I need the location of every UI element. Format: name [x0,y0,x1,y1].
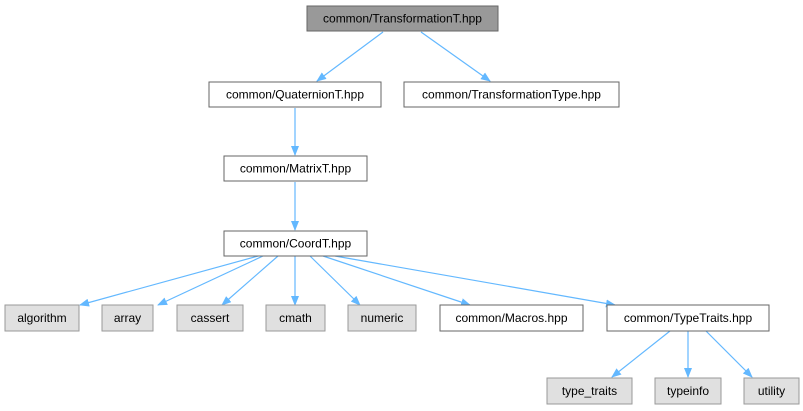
node-box [606,304,770,332]
node-label: cmath [279,311,312,325]
edge-coord_t-to-algorithm [79,255,259,307]
edge-type_traits_hpp-to-type_traits [611,330,671,378]
nodes-layer: common/TransformationT.hpp common/Quatern… [4,5,800,405]
node-box [439,304,584,332]
node-box [654,377,722,405]
edge-transformation_t-to-quaternion_t [316,31,384,82]
node-quaternion_t[interactable]: common/QuaternionT.hpp [208,81,382,108]
node-box [208,81,382,108]
node-label: typeinfo [667,384,709,398]
edges-layer [79,31,753,378]
node-box [176,304,244,332]
node-label: numeric [361,311,404,325]
node-box [306,5,499,32]
node-matrix_t[interactable]: common/MatrixT.hpp [223,155,368,182]
node-box [223,155,368,182]
node-label: common/CoordT.hpp [240,237,352,251]
node-macros[interactable]: common/Macros.hpp [439,304,584,332]
node-box [403,81,620,108]
node-utility: utility [743,377,800,405]
node-cassert: cassert [176,304,244,332]
node-array: array [101,304,154,332]
node-box [265,304,326,332]
edge-type_traits_hpp-to-utility [705,330,753,378]
node-numeric: numeric [347,304,417,332]
node-label: common/QuaternionT.hpp [226,88,364,102]
node-algorithm: algorithm [4,304,80,332]
node-transformation_t[interactable]: common/TransformationT.hpp [306,5,499,32]
node-label: algorithm [17,311,66,325]
node-type_traits: type_traits [546,377,633,405]
edge-transformation_t-to-transformation_type [420,31,491,82]
node-box [223,230,368,257]
node-transformation_type[interactable]: common/TransformationType.hpp [403,81,620,108]
node-label: common/TransformationT.hpp [323,12,482,26]
node-box [4,304,80,332]
node-box [347,304,417,332]
node-type_traits_hpp[interactable]: common/TypeTraits.hpp [606,304,770,332]
node-label: cassert [191,311,230,325]
node-cmath: cmath [265,304,326,332]
node-box [743,377,800,405]
node-label: common/MatrixT.hpp [240,162,352,176]
node-box [101,304,154,332]
edge-coord_t-to-array [157,255,264,306]
node-label: type_traits [562,384,617,398]
node-label: utility [758,384,785,398]
node-label: common/Macros.hpp [455,311,567,325]
edge-coord_t-to-cassert [221,255,279,306]
edge-coord_t-to-type_traits_hpp [334,255,616,308]
node-label: common/TypeTraits.hpp [624,311,753,325]
edge-coord_t-to-numeric [309,255,361,306]
node-label: common/TransformationType.hpp [422,88,601,102]
edge-coord_t-to-macros [322,255,471,306]
node-typeinfo: typeinfo [654,377,722,405]
node-coord_t[interactable]: common/CoordT.hpp [223,230,368,257]
node-label: array [114,311,141,325]
node-box [546,377,633,405]
